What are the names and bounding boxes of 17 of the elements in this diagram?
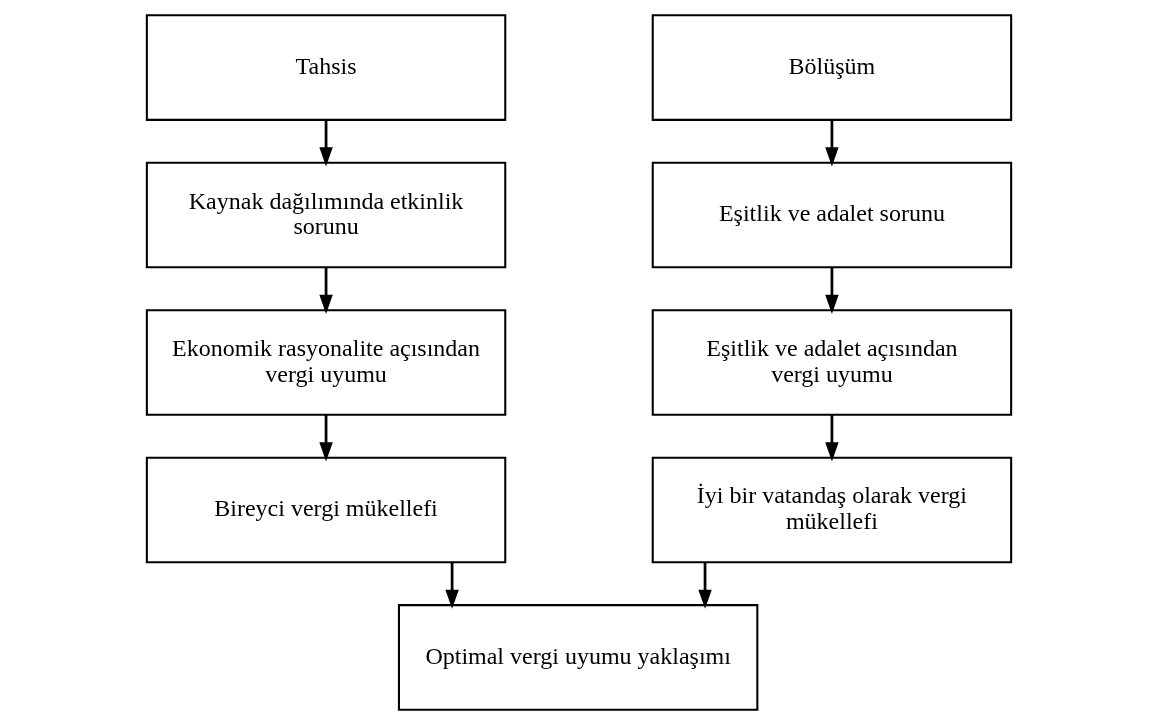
node-box: Kaynak dağılımında etkinlik sorunu (145, 161, 506, 269)
node-box: Ekonomik rasyonalite açısından vergi uyumu (145, 309, 506, 416)
arrow (697, 562, 712, 609)
node-box: Bölüşüm (651, 14, 1012, 121)
arrow (444, 562, 459, 609)
node-box: Bireyci vergi mükellefi (145, 456, 506, 564)
arrow (318, 267, 333, 314)
arrow (824, 119, 839, 167)
node-box: Eşitlik ve adalet açısından vergi uyumu (651, 309, 1012, 416)
arrow (318, 414, 333, 462)
node-box: Eşitlik ve adalet sorunu (651, 161, 1012, 269)
arrow (824, 414, 839, 462)
node-box: Tahsis (145, 14, 506, 121)
node-box: İyi bir vatandaş olarak vergi mükellefi (651, 456, 1012, 564)
node-box: Optimal vergi uyumu yaklaşımı (397, 604, 758, 711)
arrow (824, 267, 839, 314)
arrow (318, 119, 333, 167)
